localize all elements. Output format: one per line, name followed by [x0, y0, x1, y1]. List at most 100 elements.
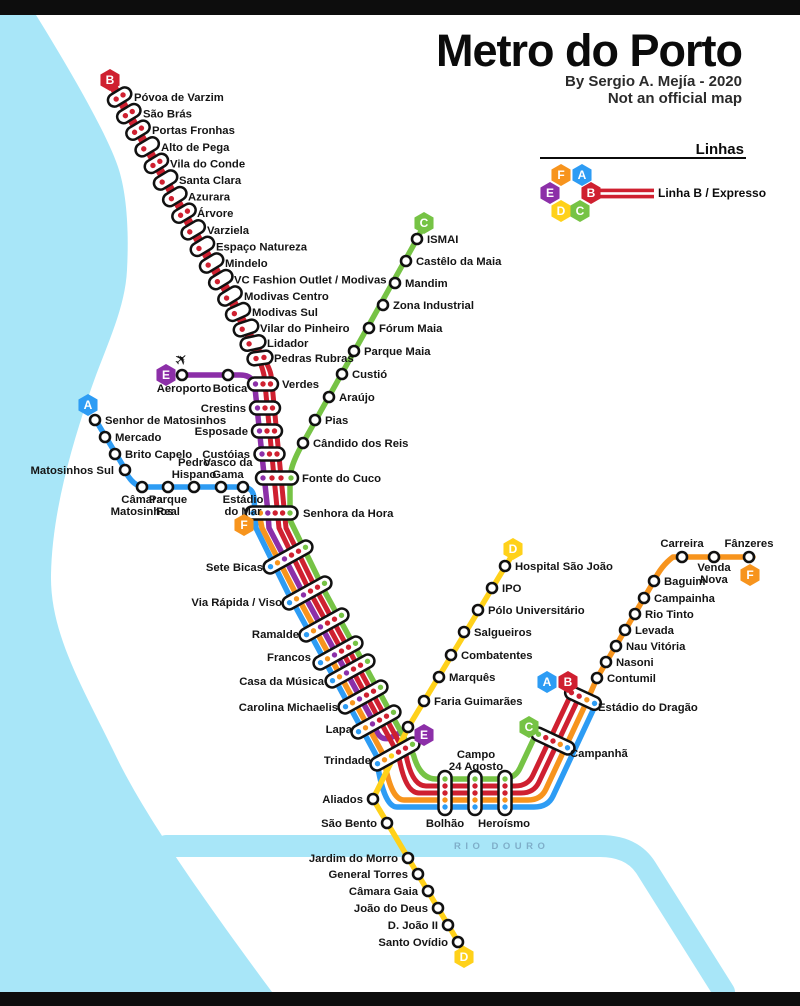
legend-expresso-label: Linha B / Expresso: [658, 186, 766, 200]
station-label: Azurara: [188, 192, 231, 204]
line-dot-f: [274, 560, 281, 566]
station-label: Real: [156, 506, 180, 518]
line-dot-b: [271, 428, 278, 434]
station-pill-body: [239, 334, 267, 352]
title-block: Metro do Porto By Sergio A. Mejía - 2020…: [436, 28, 743, 108]
station-label: Vasco da: [204, 457, 254, 469]
station-marker: [88, 413, 102, 427]
line-dot-b: [129, 108, 135, 115]
badge-letter: C: [525, 720, 534, 734]
line-dot-b: [168, 195, 175, 202]
line-dot-e: [260, 475, 266, 481]
station-general-torres: General Torres: [328, 867, 425, 881]
station-via-rapida-viso: Via Rápida / Viso: [191, 575, 333, 611]
station-portas-fronhas: Portas Fronhas: [125, 119, 235, 142]
station-polo-universitario: Pólo Universitário: [471, 603, 585, 617]
bottom-bar: [0, 992, 800, 1006]
station-marker: [647, 574, 661, 588]
station-pill: [189, 235, 216, 258]
station-label: Nau Vitória: [626, 641, 686, 653]
station-label: Botica: [213, 383, 248, 395]
station-mercado: Mercado: [98, 430, 162, 444]
line-dot-b: [272, 510, 278, 516]
station-combatentes: Combatentes: [444, 648, 533, 662]
line-dot-b: [196, 245, 202, 252]
line-dot-b: [239, 326, 245, 332]
station-marker: [675, 550, 689, 564]
line-dot-a: [317, 659, 324, 666]
station-pill-body: [198, 252, 225, 274]
rio-douro-label: RIO DOURO: [454, 841, 549, 852]
station-pill-body: [324, 653, 376, 689]
station-label: Estádio: [223, 494, 264, 506]
station-pill-body: [189, 235, 216, 258]
station-marker: [498, 559, 512, 573]
station-label: Bolhão: [426, 818, 464, 830]
map-badge-linha-c: C: [414, 212, 434, 234]
station-carolina-michaelis: Carolina Michaelis: [239, 679, 389, 715]
station-pill: [152, 169, 179, 191]
station-label: Senhor de Matosinhos: [105, 415, 226, 427]
station-label: ISMAI: [427, 234, 458, 246]
badge-letter: E: [162, 368, 170, 382]
station-label: Fonte do Cuco: [302, 473, 381, 485]
station-label: Parque Maia: [364, 346, 431, 358]
line-dot-b: [223, 295, 230, 301]
hexagon-icon: [572, 164, 592, 186]
legend-expresso-line-top: [594, 188, 654, 193]
station-custoias: Custóias: [202, 446, 286, 462]
line-dot-e: [343, 670, 350, 676]
station-modivas-sul: Modivas Sul: [224, 301, 318, 323]
station-casa-da-musica: Casa da Música: [239, 653, 376, 689]
station-marker: [296, 436, 310, 450]
hexagon-icon: [537, 671, 557, 693]
line-dot-f: [336, 674, 343, 680]
station-marker: [187, 480, 201, 494]
hexagon-icon: [78, 394, 98, 416]
station-label: Vila do Conde: [170, 159, 245, 171]
station-lapa: Lapa: [326, 704, 402, 740]
station-pill: [180, 218, 207, 241]
line-dot-e: [256, 428, 263, 434]
line-dot-b: [363, 692, 370, 698]
line-dot-b: [231, 310, 238, 317]
station-label: Alto de Pega: [161, 142, 230, 154]
map-badge-linha-e: E: [156, 364, 176, 386]
station-marker: [618, 623, 632, 637]
badge-letter: B: [106, 73, 115, 87]
line-dot-f: [349, 700, 356, 706]
station-label: João do Deus: [354, 903, 428, 915]
station-pill: [248, 400, 282, 416]
station-label: Estádio do Dragão: [598, 702, 698, 714]
station-label: Mercado: [115, 432, 162, 444]
station-label: Salgueiros: [474, 627, 532, 639]
line-dot-e: [317, 624, 324, 630]
station-marker: [308, 413, 322, 427]
line-dot-b: [262, 405, 268, 411]
line-dot-b: [214, 278, 221, 285]
line-dot-c: [502, 776, 508, 782]
line-dot-a: [472, 804, 478, 810]
station-pill-body: [262, 539, 314, 575]
station-label: São Bento: [321, 818, 377, 830]
station-pill: [350, 704, 402, 740]
station-pill: [171, 202, 197, 225]
station-pill-body: [350, 704, 402, 740]
station-marker: [362, 321, 376, 335]
station-parque-maia: Parque Maia: [347, 344, 431, 358]
station-marker: [98, 430, 112, 444]
station-label: Nasoni: [616, 657, 654, 669]
station-label: Póvoa de Varzim: [134, 92, 224, 104]
station-pill-body: [246, 349, 274, 367]
station-label: General Torres: [328, 869, 408, 881]
legend-badge-linha-f: F: [551, 164, 571, 186]
station-label: Árvore: [197, 207, 233, 220]
station-pill-body: [254, 470, 300, 486]
hexagon-icon: [414, 724, 434, 746]
station-heroismo: Heroísmo: [478, 769, 530, 830]
station-marker: [707, 550, 721, 564]
line-dot-c: [352, 640, 359, 647]
line-dot-c: [472, 776, 478, 782]
station-label: Ramalde: [252, 629, 299, 641]
legend-badge-linha-c: C: [570, 200, 590, 222]
